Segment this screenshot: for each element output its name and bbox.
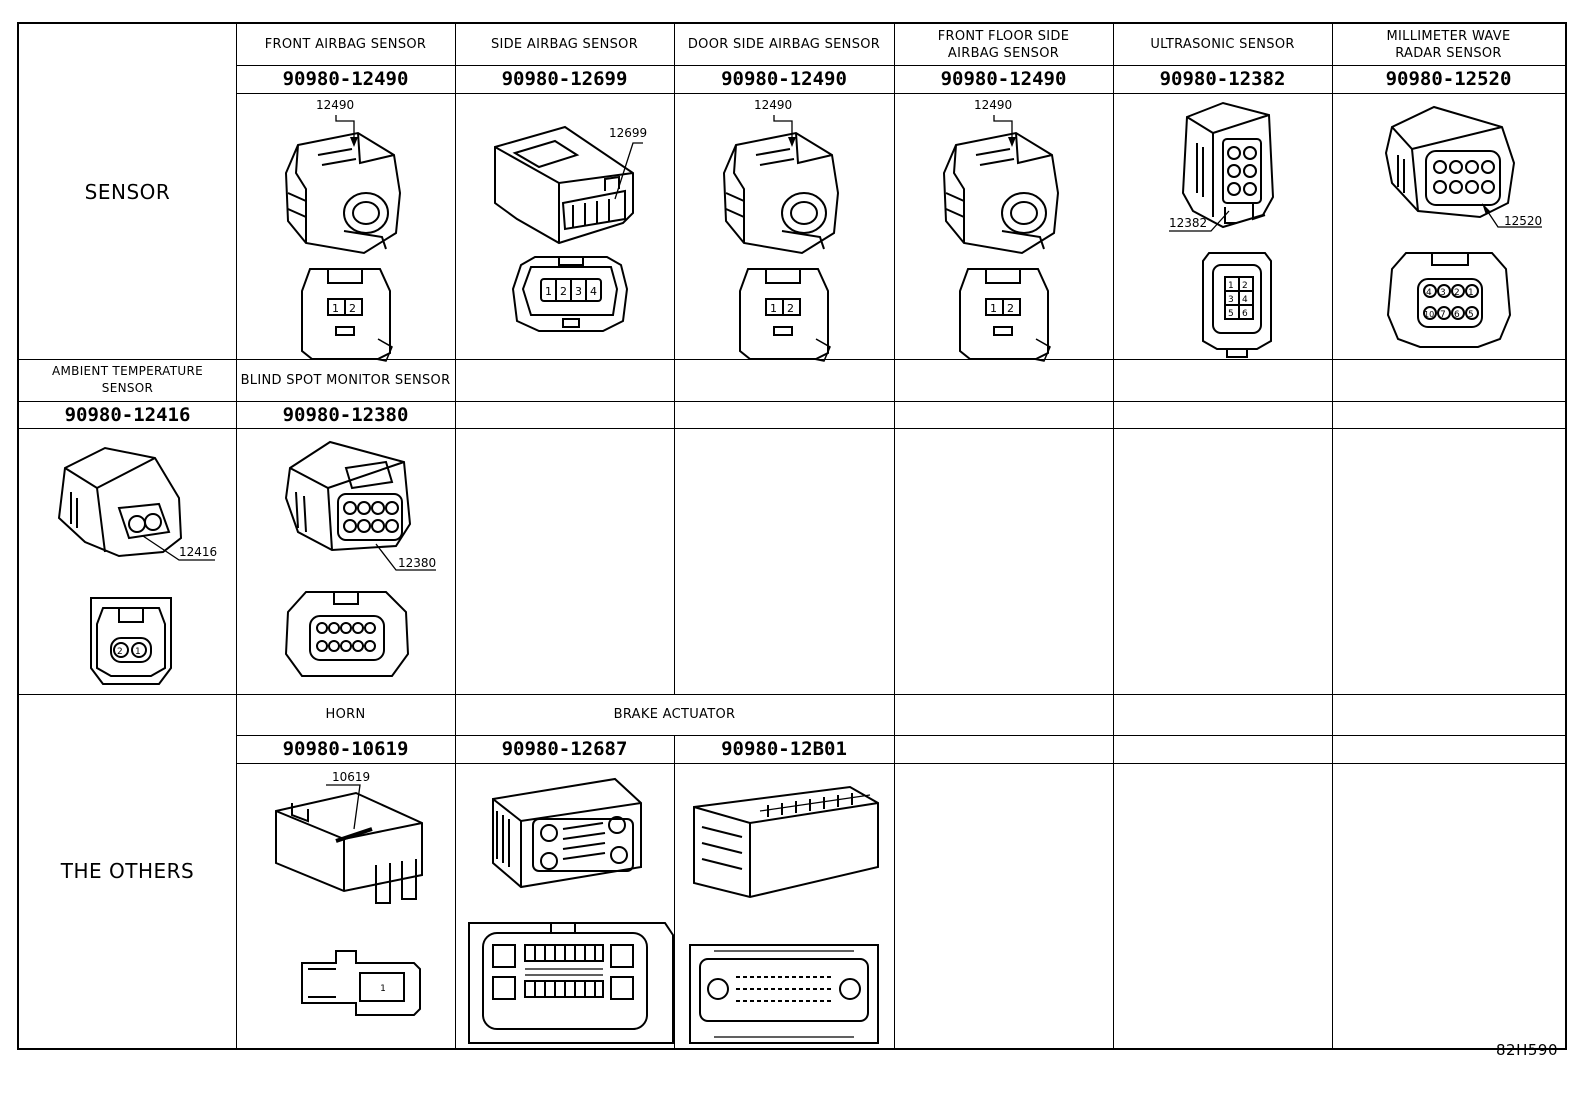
ambient-temperature-connector-drawing: 12416 2 1 bbox=[57, 446, 217, 685]
group-label-sensor: SENSOR bbox=[84, 179, 171, 204]
horn-pin-1: 1 bbox=[380, 984, 386, 994]
drawing-code: 82H590 bbox=[1496, 1041, 1558, 1059]
grid-line bbox=[1113, 24, 1114, 1048]
door-side-airbag-title: DOOR SIDE AIRBAG SENSOR bbox=[687, 37, 881, 52]
horn-connector-figure: 10619 1 bbox=[236, 763, 455, 1048]
grid-line bbox=[19, 694, 1565, 695]
side-airbag-pin-3: 3 bbox=[575, 285, 582, 298]
blind-spot-monitor-connector-figure: 12380 bbox=[236, 428, 455, 694]
front-airbag-pin-2: 2 bbox=[349, 302, 356, 315]
millimeter-wave-radar-callout: 12520 bbox=[1504, 214, 1542, 228]
front-airbag-pin-1: 1 bbox=[332, 302, 339, 315]
horn-connector-drawing: 10619 1 bbox=[275, 770, 423, 1016]
blind-spot-monitor-part-number: 90980-12380 bbox=[282, 403, 409, 426]
side-airbag-part-number: 90980-12699 bbox=[501, 68, 628, 90]
millimeter-wave-radar-pin-10: 10 bbox=[1424, 310, 1434, 319]
grid-line bbox=[1332, 24, 1333, 1048]
grid-line bbox=[19, 428, 1565, 429]
horn-callout: 10619 bbox=[332, 770, 370, 784]
grid-line bbox=[455, 361, 456, 694]
side-airbag-callout: 12699 bbox=[609, 126, 647, 140]
horn-part-number: 90980-10619 bbox=[282, 738, 409, 760]
connector-chart: SENSOR THE OTHERS FRONT AIRBAG SENSOR 90… bbox=[17, 22, 1567, 1050]
grid-line bbox=[19, 401, 1565, 402]
door-side-airbag-part-number: 90980-12490 bbox=[721, 68, 847, 90]
side-airbag-pin-4: 4 bbox=[590, 285, 597, 298]
brake-actuator-a-part-number: 90980-12687 bbox=[501, 738, 628, 760]
side-airbag-connector-drawing: 12699 1 2 3 4 bbox=[494, 125, 647, 332]
millimeter-wave-radar-pin-6: 6 bbox=[1454, 310, 1460, 320]
front-airbag-part-number: 90980-12490 bbox=[282, 68, 409, 90]
brake-actuator-b-connector-figure bbox=[674, 763, 894, 1048]
ultrasonic-title: ULTRASONIC SENSOR bbox=[1150, 37, 1295, 52]
millimeter-wave-radar-connector-figure: 12520 4 3 2 1 10 7 6 5 bbox=[1332, 93, 1565, 359]
ambient-temperature-pin-1: 1 bbox=[135, 647, 141, 657]
ultrasonic-pin-2: 2 bbox=[1242, 281, 1248, 291]
grid-line bbox=[236, 93, 1565, 94]
front-floor-side-airbag-connector-figure: 12490 1 2 bbox=[894, 93, 1113, 362]
ambient-temperature-title: AMBIENT TEMPERATURE SENSOR bbox=[52, 364, 203, 395]
grid-line bbox=[455, 24, 456, 361]
brake-actuator-b-connector-drawing bbox=[689, 785, 879, 1044]
brake-actuator-title: BRAKE ACTUATOR bbox=[613, 707, 736, 722]
front-floor-side-airbag-connector-drawing: 12490 1 2 bbox=[942, 98, 1060, 362]
front-airbag-connector-drawing: 12490 1 2 bbox=[284, 98, 402, 362]
blind-spot-monitor-connector-drawing: 12380 bbox=[284, 440, 436, 677]
side-airbag-pin-2: 2 bbox=[560, 285, 567, 298]
blind-spot-monitor-callout: 12380 bbox=[398, 556, 436, 570]
front-floor-side-airbag-pin-2: 2 bbox=[1007, 302, 1014, 315]
millimeter-wave-radar-pin-7: 7 bbox=[1440, 310, 1446, 320]
millimeter-wave-radar-pin-4: 4 bbox=[1426, 288, 1432, 298]
group-label-others: THE OTHERS bbox=[60, 859, 195, 883]
ultrasonic-callout: 12382 bbox=[1169, 216, 1207, 230]
ultrasonic-pin-1: 1 bbox=[1228, 281, 1234, 291]
brake-actuator-a-connector-figure bbox=[455, 763, 674, 1048]
brake-actuator-b-part-number: 90980-12B01 bbox=[721, 738, 847, 760]
grid-line bbox=[236, 763, 1565, 764]
millimeter-wave-radar-pin-1: 1 bbox=[1468, 288, 1474, 298]
grid-line bbox=[455, 694, 456, 1048]
front-floor-side-airbag-callout: 12490 bbox=[974, 98, 1012, 112]
horn-title: HORN bbox=[325, 707, 366, 722]
front-airbag-callout: 12490 bbox=[316, 98, 354, 112]
front-airbag-title: FRONT AIRBAG SENSOR bbox=[264, 37, 427, 52]
ultrasonic-connector-drawing: 12382 1 2 3 4 5 6 bbox=[1169, 101, 1275, 358]
millimeter-wave-radar-part-number: 90980-12520 bbox=[1385, 68, 1512, 90]
callout-leader bbox=[335, 115, 355, 143]
front-floor-side-airbag-part-number: 90980-12490 bbox=[940, 68, 1067, 90]
brake-actuator-a-connector-drawing bbox=[468, 777, 674, 1044]
millimeter-wave-radar-pin-3: 3 bbox=[1440, 288, 1446, 298]
grid-line bbox=[236, 735, 1565, 736]
side-airbag-title: SIDE AIRBAG SENSOR bbox=[490, 37, 639, 52]
millimeter-wave-radar-connector-drawing: 12520 4 3 2 1 10 7 6 5 bbox=[1384, 105, 1542, 348]
ambient-temperature-pin-2: 2 bbox=[117, 647, 123, 657]
door-side-airbag-connector-figure: 12490 1 2 bbox=[674, 93, 894, 362]
ambient-temperature-connector-figure: 12416 2 1 bbox=[19, 428, 236, 694]
ultrasonic-pin-4: 4 bbox=[1242, 295, 1248, 305]
millimeter-wave-radar-title: MILLIMETER WAVE RADAR SENSOR bbox=[1386, 28, 1511, 61]
front-airbag-connector-figure: 12490 1 2 bbox=[236, 93, 455, 362]
ambient-temperature-part-number: 90980-12416 bbox=[64, 403, 191, 426]
millimeter-wave-radar-pin-5: 5 bbox=[1468, 310, 1474, 320]
ultrasonic-pin-5: 5 bbox=[1228, 309, 1234, 319]
front-floor-side-airbag-title: FRONT FLOOR SIDE AIRBAG SENSOR bbox=[937, 28, 1070, 61]
door-side-airbag-pin-1: 1 bbox=[770, 302, 777, 315]
millimeter-wave-radar-pin-2: 2 bbox=[1454, 288, 1460, 298]
ultrasonic-pin-3: 3 bbox=[1228, 295, 1234, 305]
side-airbag-pin-1: 1 bbox=[545, 285, 552, 298]
blind-spot-monitor-title: BLIND SPOT MONITOR SENSOR bbox=[240, 372, 451, 388]
grid-line bbox=[236, 65, 1565, 66]
ultrasonic-connector-figure: 12382 1 2 3 4 5 6 bbox=[1113, 93, 1332, 359]
front-floor-side-airbag-pin-1: 1 bbox=[990, 302, 997, 315]
grid-line bbox=[674, 735, 675, 1048]
grid-line bbox=[236, 24, 237, 1048]
door-side-airbag-connector-drawing: 12490 1 2 bbox=[722, 98, 840, 362]
ultrasonic-pin-6: 6 bbox=[1242, 309, 1248, 319]
grid-line bbox=[894, 24, 895, 1048]
door-side-airbag-pin-2: 2 bbox=[787, 302, 794, 315]
ultrasonic-part-number: 90980-12382 bbox=[1159, 68, 1286, 90]
ambient-temperature-callout: 12416 bbox=[179, 545, 217, 559]
door-side-airbag-callout: 12490 bbox=[754, 98, 792, 112]
side-airbag-connector-figure: 12699 1 2 3 4 bbox=[455, 93, 674, 359]
